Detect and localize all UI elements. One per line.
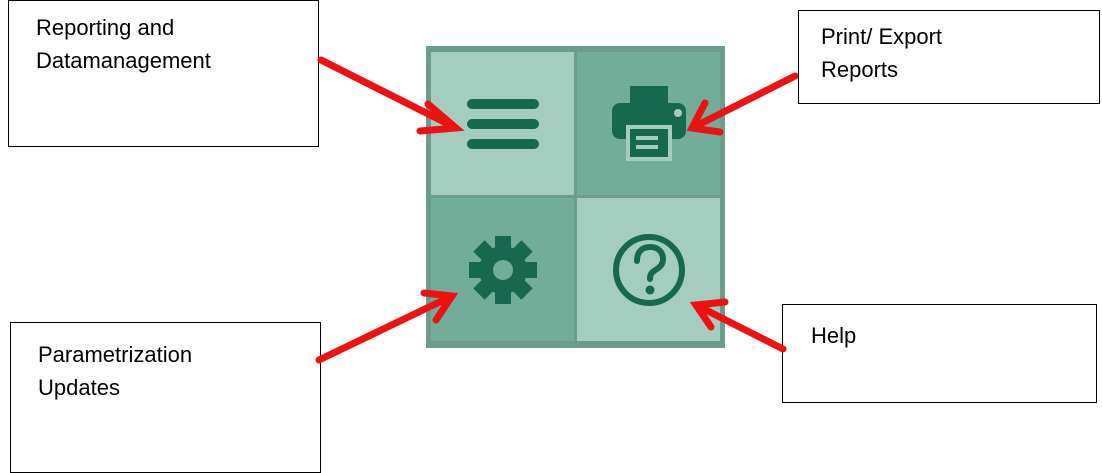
hamburger-menu-icon	[466, 98, 539, 149]
question-circle-icon	[612, 233, 685, 306]
callout-label: Updates	[38, 375, 120, 400]
callout-parametrization-updates: Parametrization Updates	[10, 322, 321, 473]
tile-help[interactable]	[577, 198, 720, 341]
callout-label: Reporting and	[36, 15, 175, 40]
printer-icon	[611, 85, 686, 161]
callout-label: Parametrization	[38, 342, 193, 367]
tile-print-export[interactable]	[577, 52, 720, 195]
callout-print-export: Print/ Export Reports	[798, 10, 1100, 104]
callout-label: Help	[811, 323, 857, 348]
callout-reporting-datamanagement: Reporting and Datamanagement	[8, 0, 319, 147]
gear-icon	[468, 235, 537, 304]
icon-menu-grid	[426, 46, 725, 348]
callout-label: Reports	[821, 57, 899, 82]
callout-label: Print/ Export	[821, 24, 943, 49]
callout-label: Datamanagement	[36, 48, 211, 73]
callout-help: Help	[782, 304, 1097, 403]
tile-reporting-datamanagement[interactable]	[431, 52, 574, 195]
tile-parametrization-updates[interactable]	[431, 198, 574, 341]
